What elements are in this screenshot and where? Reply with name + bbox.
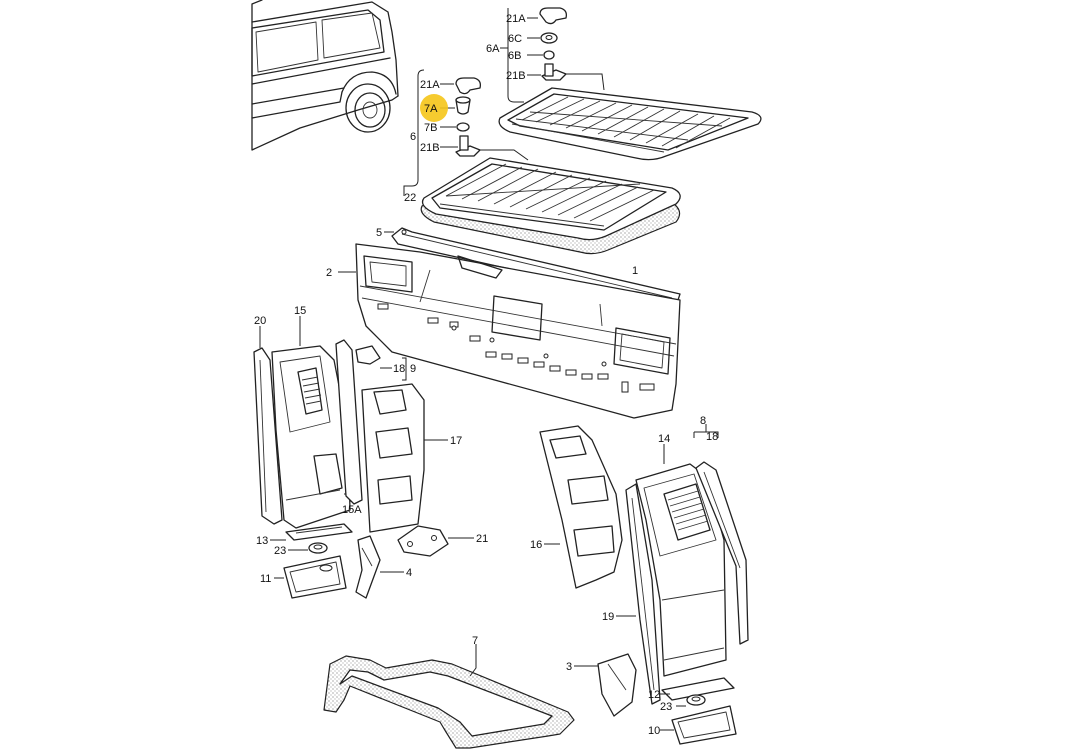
roof-rack-hardware-lower — [403, 69, 529, 196]
roof-rack-hardware-upper — [500, 7, 605, 103]
left-strip-9 — [335, 339, 407, 505]
callout-18-left: 18 — [393, 363, 405, 375]
right-pillar-18 — [693, 424, 749, 645]
right-outer-panel-16 — [539, 425, 623, 589]
vehicle-outline — [251, 0, 399, 151]
callout-8: 8 — [700, 415, 706, 427]
callout-15A: 15A — [342, 504, 362, 516]
callout-7: 7 — [472, 635, 478, 647]
callout-23-left: 23 — [274, 545, 286, 557]
roof-rack-upper — [498, 87, 762, 161]
callout-14: 14 — [658, 433, 670, 445]
callout-6A: 6A — [486, 43, 500, 55]
right-inner-panel-14 — [635, 444, 727, 677]
callout-12: 12 — [648, 689, 660, 701]
right-small-parts — [574, 653, 737, 745]
callout-21B-top: 21B — [506, 70, 526, 82]
callout-4: 4 — [406, 567, 412, 579]
callout-13: 13 — [256, 535, 268, 547]
left-inner-panel-15 — [271, 316, 351, 529]
rear-panel — [338, 243, 681, 419]
callout-1: 1 — [632, 265, 638, 277]
callout-9: 9 — [410, 363, 416, 375]
callout-23-right: 23 — [660, 701, 672, 713]
callout-5: 5 — [376, 227, 382, 239]
callout-16: 16 — [530, 539, 542, 551]
callout-20: 20 — [254, 315, 266, 327]
callout-10: 10 — [648, 725, 660, 737]
callout-2: 2 — [326, 267, 332, 279]
left-small-parts — [270, 523, 474, 599]
callout-21A-top: 21A — [506, 13, 526, 25]
callout-6: 6 — [410, 131, 416, 143]
right-strip-19 — [616, 483, 661, 705]
callout-6B: 6B — [508, 50, 521, 62]
callout-21: 21 — [476, 533, 488, 545]
callout-3: 3 — [566, 661, 572, 673]
left-pillar-20 — [253, 326, 283, 525]
callout-15: 15 — [294, 305, 306, 317]
callout-6C: 6C — [508, 33, 522, 45]
callout-17: 17 — [450, 435, 462, 447]
callout-7B: 7B — [424, 122, 437, 134]
roof-rack-lower — [420, 157, 681, 255]
callout-21B-mid: 21B — [420, 142, 440, 154]
callout-21A-mid: 21A — [420, 79, 440, 91]
callout-19: 19 — [602, 611, 614, 623]
left-outer-panel-17 — [361, 383, 448, 533]
rear-panel-slots — [377, 303, 655, 393]
callout-labels: 21A 6C 6A 6B 21B 21A 7A 7B 6 21B 22 5 1 … — [254, 13, 718, 737]
callout-22: 22 — [404, 192, 416, 204]
callout-7A: 7A — [424, 103, 438, 115]
callout-18-right: 18 — [706, 431, 718, 443]
callout-11: 11 — [260, 573, 271, 585]
door-seal-7 — [323, 644, 575, 749]
highlight-marker — [420, 94, 448, 122]
